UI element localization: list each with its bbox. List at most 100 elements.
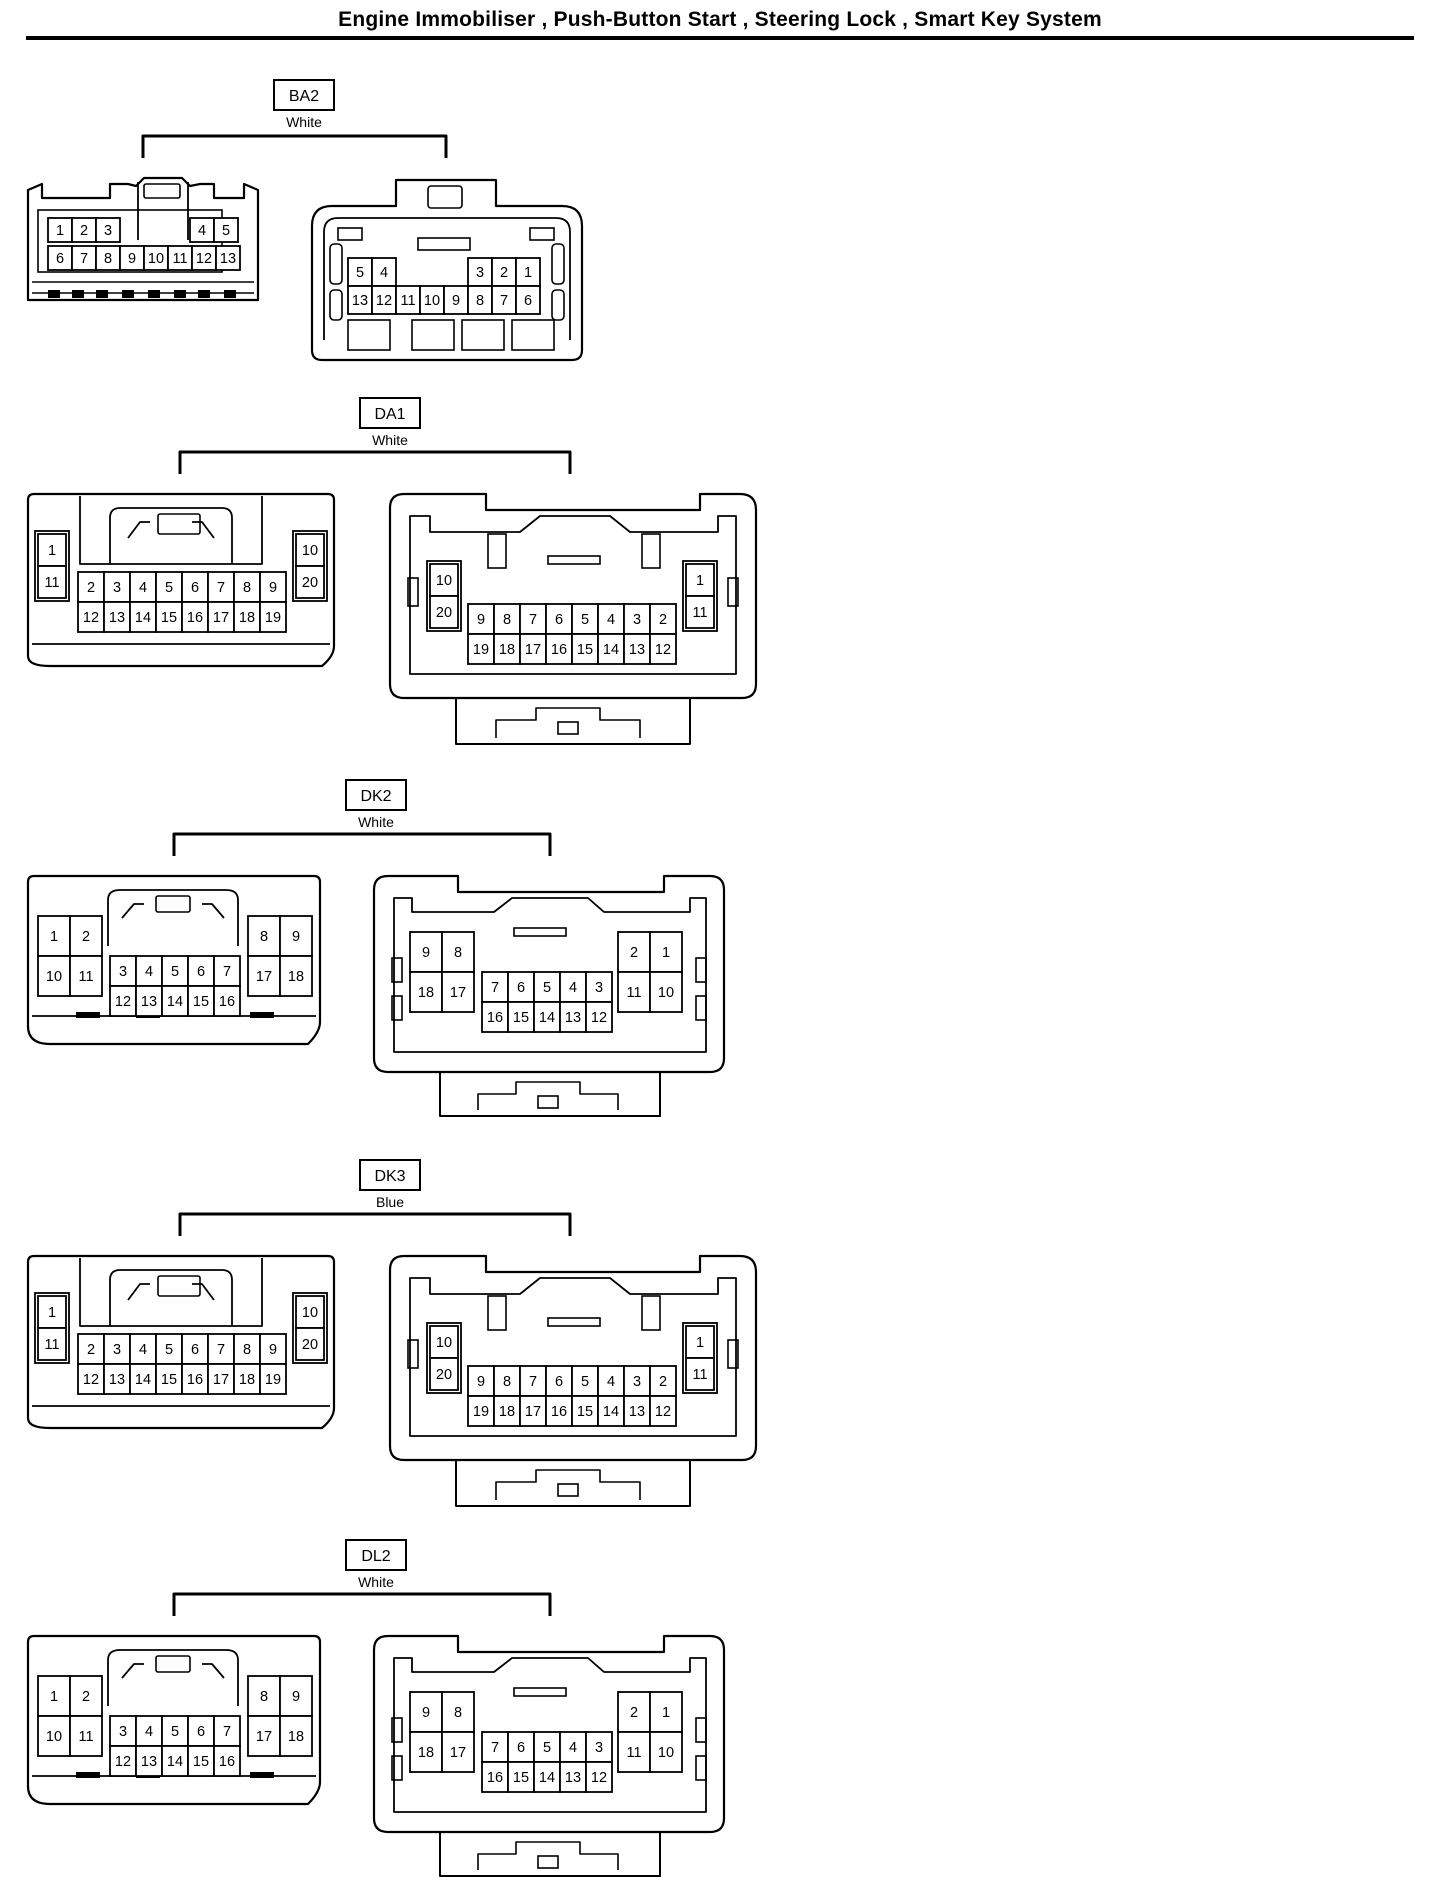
pin-number: 6 bbox=[191, 1342, 199, 1358]
pin-number: 13 bbox=[141, 1754, 157, 1770]
key-rib bbox=[487, 533, 507, 569]
housing-outline bbox=[388, 492, 758, 700]
pin-cell bbox=[617, 971, 651, 1013]
pin-number: 16 bbox=[219, 994, 235, 1010]
pin-number: 18 bbox=[499, 1404, 515, 1420]
foot-tab bbox=[557, 721, 579, 735]
pin-number: 18 bbox=[288, 969, 304, 985]
bracket-line bbox=[172, 832, 552, 856]
pin-cell bbox=[441, 1731, 475, 1773]
pin-number: 9 bbox=[128, 251, 136, 267]
housing-inner bbox=[393, 1657, 707, 1813]
lock-lever bbox=[157, 1275, 201, 1297]
pin-number: 7 bbox=[223, 964, 231, 980]
pin-cell bbox=[279, 955, 313, 997]
pin-number: 8 bbox=[454, 945, 462, 961]
side-rib bbox=[695, 995, 707, 1021]
pin-cell bbox=[467, 633, 495, 665]
housing-outline bbox=[26, 492, 336, 668]
pin-number: 17 bbox=[450, 1745, 466, 1761]
pin-cell bbox=[649, 1365, 677, 1397]
pin-number: 11 bbox=[78, 969, 93, 985]
pin-number: 7 bbox=[500, 293, 508, 309]
pin-number: 17 bbox=[256, 969, 272, 985]
pin-number: 8 bbox=[476, 293, 484, 309]
pin-number: 11 bbox=[172, 251, 187, 267]
pin-cell bbox=[493, 1395, 521, 1427]
pin-number: 6 bbox=[555, 612, 563, 628]
pin-number: 14 bbox=[603, 1404, 619, 1420]
pin-number: 3 bbox=[595, 1740, 603, 1756]
pin-number: 4 bbox=[607, 1374, 615, 1390]
pin-number: 2 bbox=[87, 580, 95, 596]
pin-number: 12 bbox=[591, 1770, 607, 1786]
pin-cell bbox=[649, 603, 677, 635]
bracket-line bbox=[178, 450, 572, 474]
terminal-slot bbox=[461, 319, 505, 351]
pin-number: 2 bbox=[87, 1342, 95, 1358]
pin-cell bbox=[259, 571, 287, 603]
pin-number: 9 bbox=[292, 929, 300, 945]
pin-number: 2 bbox=[82, 1689, 90, 1705]
terminal-slot bbox=[411, 319, 455, 351]
pin-cell bbox=[181, 1333, 209, 1365]
pin-cell bbox=[161, 985, 189, 1017]
pin-number: 14 bbox=[135, 1372, 151, 1388]
side-rib bbox=[391, 957, 403, 983]
pin-number: 2 bbox=[659, 612, 667, 628]
pin-number: 16 bbox=[487, 1010, 503, 1026]
pin-number: 5 bbox=[581, 1374, 589, 1390]
pin-number: 2 bbox=[630, 1705, 638, 1721]
side-rib bbox=[551, 243, 565, 285]
connector-id: DA1 bbox=[374, 406, 405, 423]
pin-block-frame bbox=[426, 560, 462, 632]
pin-number: 16 bbox=[187, 610, 203, 626]
pin-number: 11 bbox=[400, 293, 415, 309]
pin-number: 3 bbox=[113, 1342, 121, 1358]
pin-number: 6 bbox=[517, 1740, 525, 1756]
connector-id: DK2 bbox=[360, 788, 391, 805]
pin-number: 15 bbox=[513, 1770, 529, 1786]
pin-cell bbox=[259, 1363, 287, 1395]
housing-outline bbox=[372, 1634, 726, 1834]
pin-number: 5 bbox=[165, 1342, 173, 1358]
pin-number: 8 bbox=[260, 929, 268, 945]
pin-cell bbox=[491, 257, 517, 287]
pin-number: 1 bbox=[56, 223, 64, 239]
pin-number: 4 bbox=[607, 612, 615, 628]
pin-cell bbox=[69, 915, 103, 957]
pin-number: 7 bbox=[223, 1724, 231, 1740]
pin-number: 18 bbox=[239, 1372, 255, 1388]
latch-tab bbox=[72, 290, 84, 298]
latch-arm bbox=[107, 1649, 239, 1706]
housing-outline bbox=[26, 1634, 322, 1806]
pin-number: 11 bbox=[692, 1367, 707, 1383]
pin-number: 8 bbox=[243, 580, 251, 596]
latch-frame bbox=[79, 1258, 263, 1327]
latch-tab bbox=[224, 290, 236, 298]
side-rib bbox=[551, 289, 565, 321]
key-slot bbox=[547, 1317, 601, 1327]
pin-cell bbox=[623, 1395, 651, 1427]
pin-number: 8 bbox=[503, 1374, 511, 1390]
pin-number: 15 bbox=[193, 994, 209, 1010]
connector-id-box bbox=[359, 1159, 421, 1191]
pin-cell bbox=[649, 633, 677, 665]
pin-cell bbox=[649, 1395, 677, 1427]
pin-number: 9 bbox=[477, 612, 485, 628]
pin-number: 3 bbox=[476, 265, 484, 281]
pin-cell bbox=[143, 245, 169, 271]
pin-number: 18 bbox=[418, 985, 434, 1001]
pin-number: 20 bbox=[436, 605, 452, 621]
pin-number: 9 bbox=[422, 945, 430, 961]
pin-number: 9 bbox=[269, 1342, 277, 1358]
pin-cell bbox=[685, 595, 715, 629]
pin-cell bbox=[623, 633, 651, 665]
side-rib bbox=[727, 1339, 739, 1369]
